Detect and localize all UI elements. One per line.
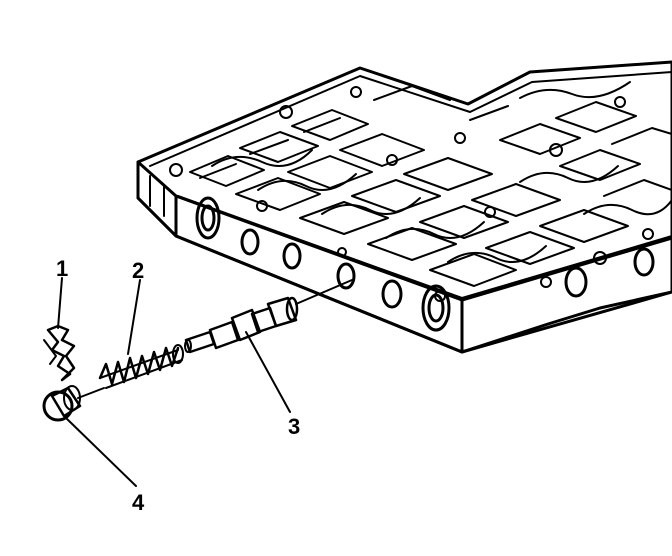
callout-2: 2 xyxy=(132,258,144,283)
bore-plug-icon xyxy=(42,385,105,422)
spring-icon xyxy=(98,344,184,389)
retainer-clip-icon xyxy=(43,324,76,382)
valve-body-icon xyxy=(136,60,672,354)
leader-lines xyxy=(57,277,291,487)
valve-icon xyxy=(184,279,353,354)
callout-1: 1 xyxy=(56,256,68,281)
callout-4: 4 xyxy=(132,490,145,515)
callout-3: 3 xyxy=(288,414,300,439)
